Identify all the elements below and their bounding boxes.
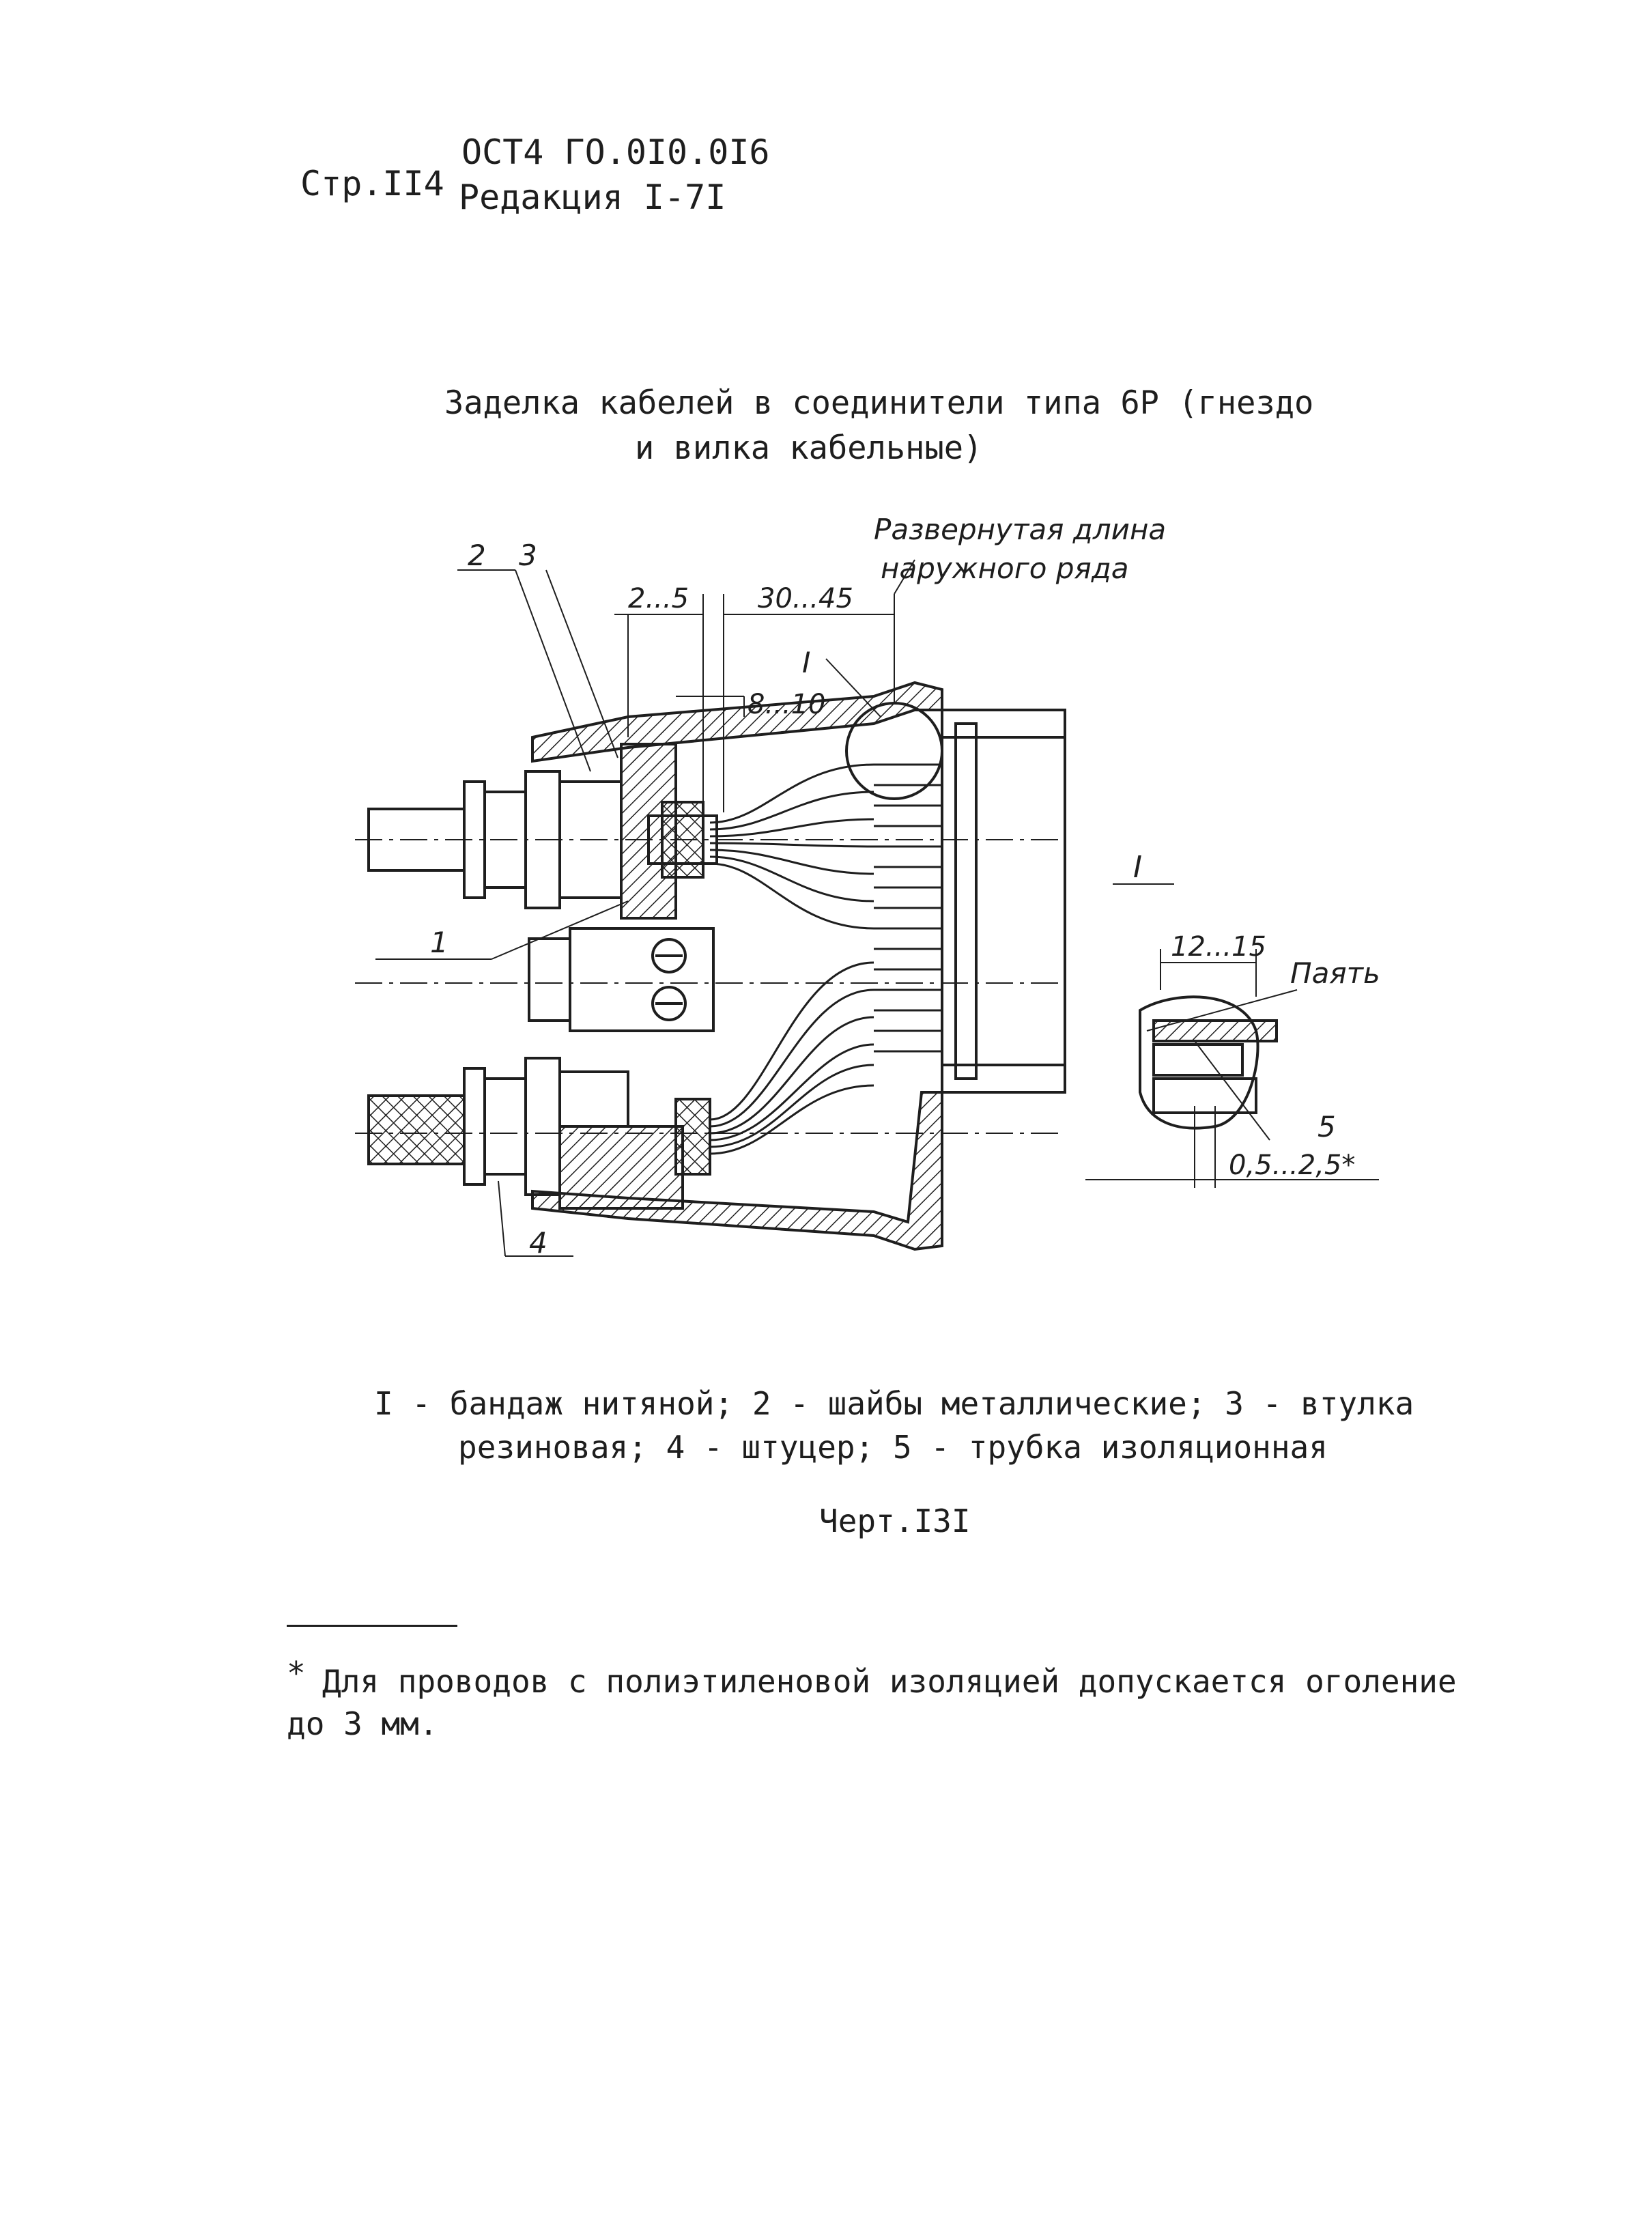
pos-label-5: 5	[1318, 1110, 1336, 1143]
wire-bundle	[709, 763, 874, 1155]
pos-label-2: 2	[468, 539, 486, 572]
pos-label-4: 4	[529, 1226, 547, 1260]
footnote-divider	[287, 1625, 457, 1627]
housing-shell	[531, 681, 943, 763]
figure-number: Черт.I3I	[819, 1503, 971, 1539]
page-title-line2: и вилка кабельные)	[635, 429, 983, 467]
standard-code: ОСТ4 ГО.0I0.0I6	[461, 132, 770, 172]
footnote-line1: Для проводов с полиэтиленовой изоляцией …	[322, 1663, 1457, 1700]
dim-12-15: 12...15	[1171, 931, 1266, 963]
view-mark-detail: I	[1133, 850, 1142, 885]
page-number: Стр.II4	[300, 164, 444, 203]
caption-line1: I - бандаж нитяной; 2 - шайбы металличес…	[374, 1385, 1414, 1422]
note-unfolded-length-2: наружного ряда	[881, 552, 1129, 585]
dim-8-10: 8...10	[747, 689, 826, 720]
footnote-line2: до 3 мм.	[287, 1705, 438, 1742]
footnote-marker: *	[287, 1655, 306, 1692]
terminal-pins	[874, 763, 942, 1053]
dim-05-25: 0,5...2,5*	[1229, 1150, 1355, 1181]
connector-drawing: Развернутая длина наружного ряда 2 3 2..…	[355, 512, 1406, 1304]
dim-30-45: 30...45	[758, 583, 853, 614]
detail-view-i	[1139, 995, 1259, 1130]
page-title-line1: Заделка кабелей в соединители типа 6Р (г…	[444, 384, 1314, 422]
edition-label: Редакция I-7I	[459, 177, 726, 217]
connector-drawing-svg: Развернутая длина наружного ряда 2 3 2..…	[355, 513, 1380, 1260]
note-unfolded-length-1: Развернутая длина	[874, 513, 1166, 546]
pos-label-1: 1	[430, 926, 448, 959]
dim-2-5: 2...5	[628, 583, 689, 614]
fitting-4	[558, 1125, 684, 1210]
connector-flange	[941, 709, 1066, 1094]
bottom-thread-bandage	[674, 1098, 711, 1176]
caption-line2: резиновая; 4 - штуцер; 5 - трубка изоляц…	[458, 1429, 1328, 1466]
view-mark-top: I	[802, 646, 810, 679]
pos-label-3: 3	[519, 539, 537, 572]
solder-label: Паять	[1290, 956, 1380, 990]
